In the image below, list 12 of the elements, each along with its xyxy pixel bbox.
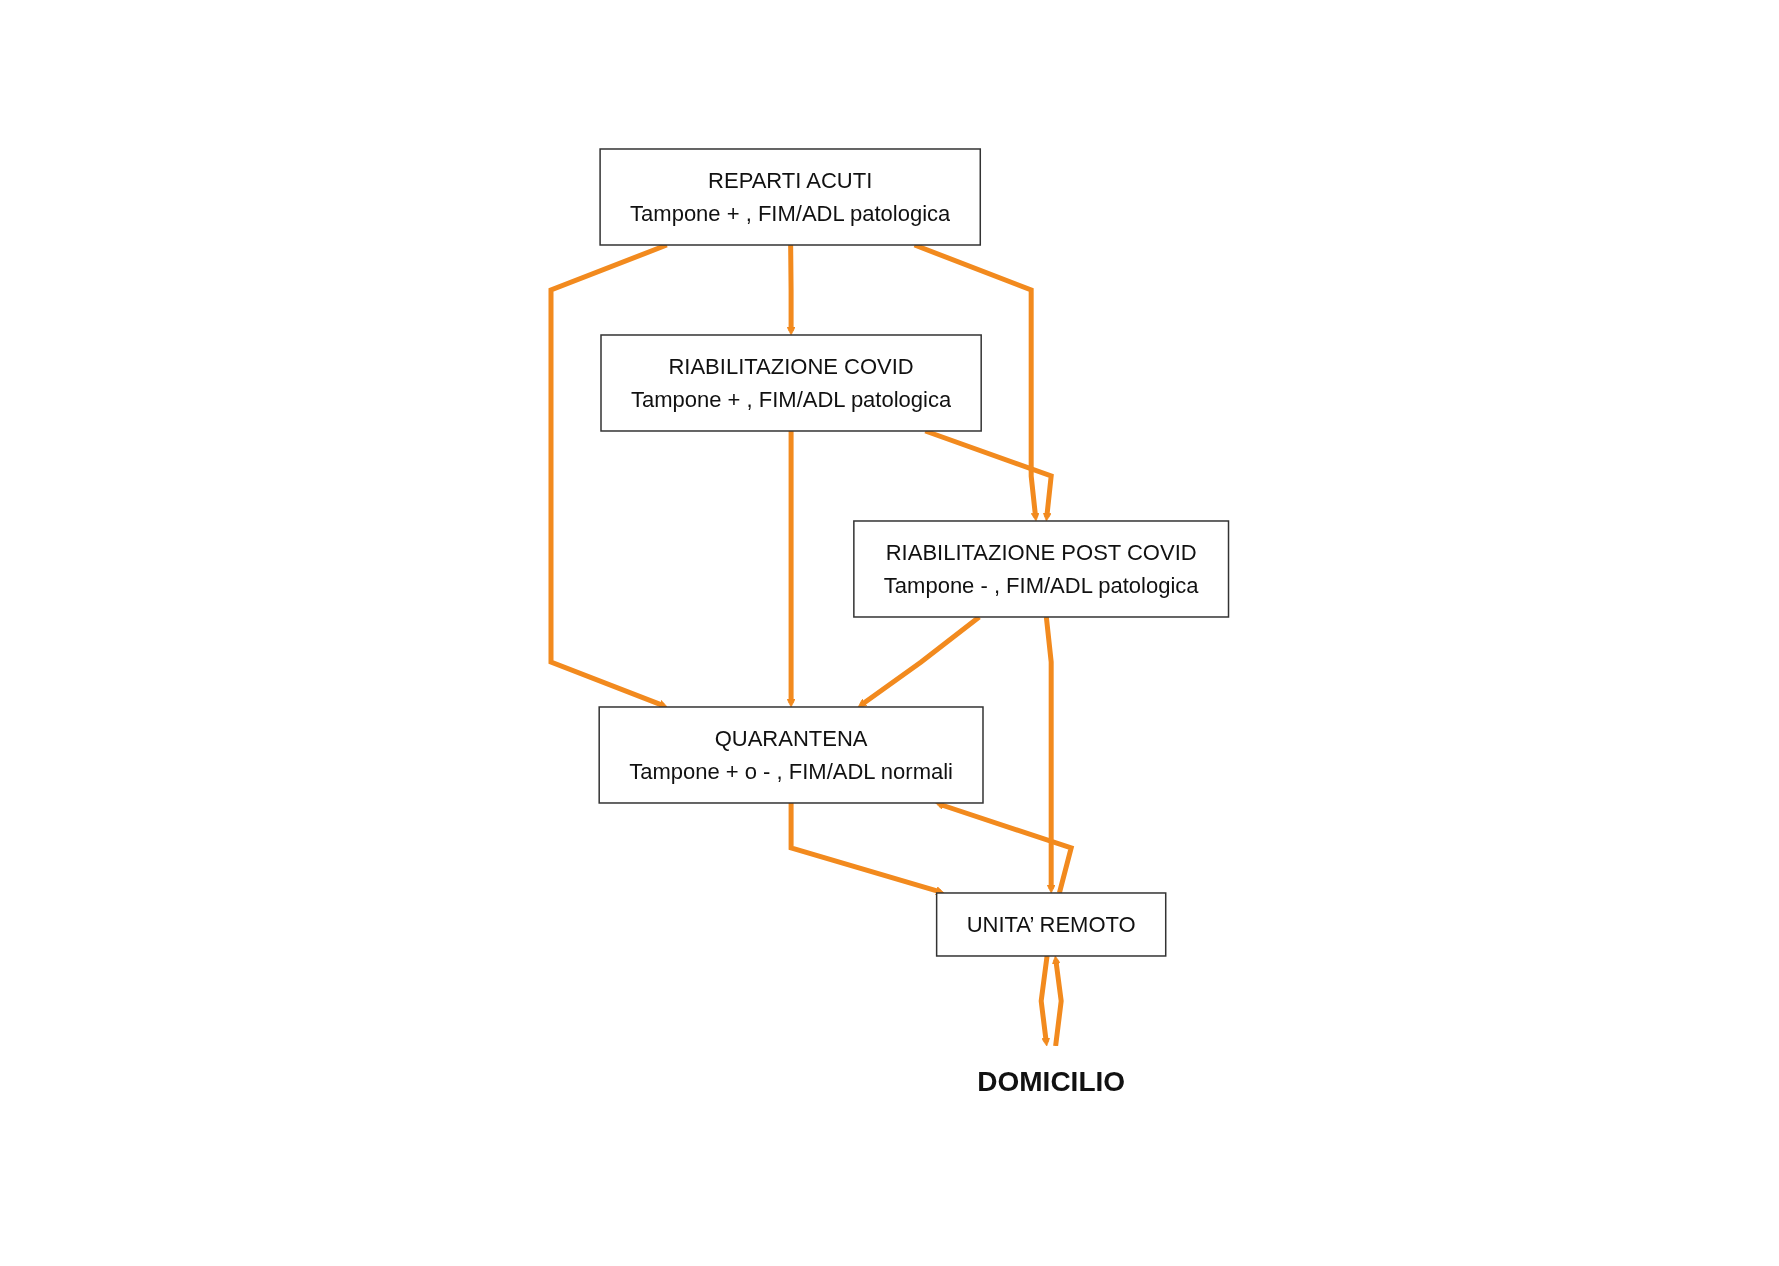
arrow (786, 244, 796, 335)
arrow (1038, 955, 1050, 1046)
node-box: REPARTI ACUTI Tampone + , FIM/ADL patologica (599, 147, 981, 246)
arrow (786, 430, 796, 707)
arrow (1051, 955, 1064, 1046)
node-box: RIABILITAZIONE POST COVID Tampone - , FIM/ADL patologica (852, 519, 1229, 618)
arrow (788, 802, 945, 895)
node-box: UNITA’ REMOTO (935, 891, 1167, 957)
node-box: RIABILITAZIONE COVID Tampone + , FIM/ADL patologica (600, 333, 982, 432)
node-box: QUARANTENA Tampone + o - , FIM/ADL normali (598, 705, 984, 804)
node-text: DOMICILIO (977, 1065, 1125, 1097)
arrow (1043, 616, 1056, 893)
